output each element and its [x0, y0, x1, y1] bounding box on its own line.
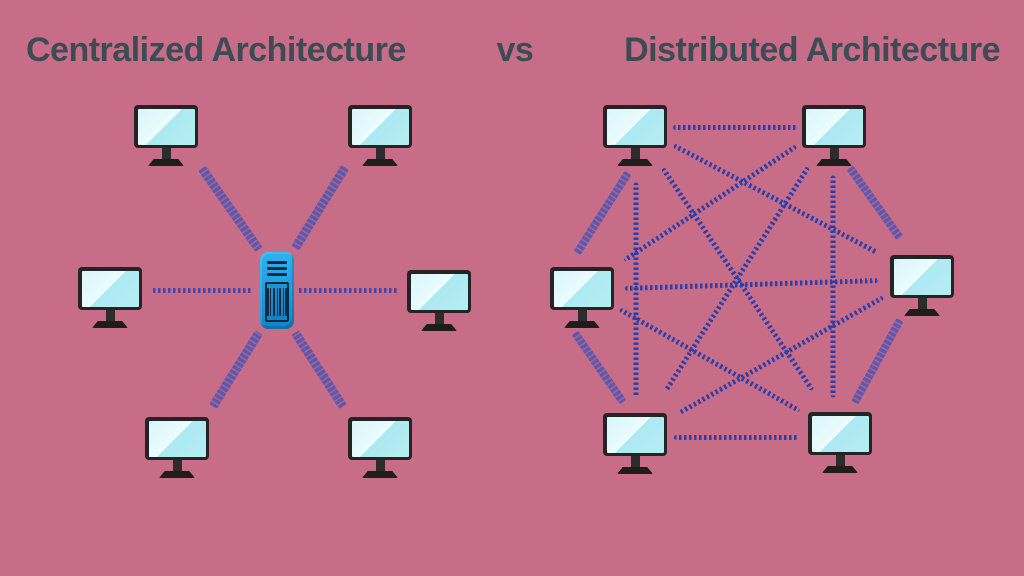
monitor-screen [351, 108, 409, 145]
monitor-stand-neck [630, 148, 640, 159]
monitor-frame [78, 267, 142, 310]
server-panel-bar [279, 288, 282, 316]
monitor-screen [137, 108, 195, 145]
distributed-network-link-bottomleft-bottomright [674, 434, 798, 440]
monitor-stand-neck [835, 455, 845, 466]
centralized-network-monitor-middle-right-icon [407, 270, 471, 331]
server-panel-bar [270, 288, 272, 316]
title-centralized: Centralized Architecture [26, 31, 406, 69]
monitor-frame [550, 267, 614, 310]
server-panel-bar [282, 288, 284, 316]
distributed-network-monitor-middle-left-icon [550, 267, 614, 328]
distributed-network-link-left-bottomleft [571, 330, 627, 405]
distributed-network-monitor-bottom-right-icon [808, 412, 872, 473]
distributed-network-monitor-top-right-icon [802, 105, 866, 166]
centralized-network-central-server-icon [260, 252, 294, 329]
monitor-stand-neck [434, 313, 444, 324]
centralized-network-link-bottomright-server [291, 329, 347, 409]
monitor-stand-base [362, 471, 398, 478]
distributed-network-link-topleft-topright [673, 124, 797, 130]
centralized-network-monitor-top-left-icon [134, 105, 198, 166]
distributed-network-link-left-right [624, 277, 879, 291]
distributed-network-monitor-top-left-icon [603, 105, 667, 166]
server-panel-bar [267, 288, 269, 316]
server-vent-line [266, 273, 288, 276]
centralized-network-monitor-bottom-left-icon [145, 417, 209, 478]
monitor-stand-base [617, 467, 653, 474]
title-row: Centralized Architecture vs Distributed … [26, 28, 1000, 72]
monitor-screen [606, 108, 664, 145]
centralized-network-monitor-top-right-icon [348, 105, 412, 166]
monitor-stand-base [822, 466, 858, 473]
server-vent-line [266, 261, 288, 264]
centralized-network-link-right-server [299, 287, 398, 293]
monitor-screen [410, 273, 468, 310]
monitor-stand-neck [375, 148, 385, 159]
monitor-screen [351, 420, 409, 457]
monitor-screen [148, 420, 206, 457]
monitor-stand-neck [161, 148, 171, 159]
monitor-frame [603, 105, 667, 148]
monitor-screen [606, 416, 664, 453]
centralized-network-link-topleft-server [198, 165, 263, 252]
centralized-network-link-bottomleft-server [209, 329, 263, 409]
monitor-screen [553, 270, 611, 307]
server-panel-bar [276, 288, 278, 316]
monitor-stand-base [159, 471, 195, 478]
monitor-stand-neck [105, 310, 115, 321]
monitor-stand-base [617, 159, 653, 166]
monitor-frame [890, 255, 954, 298]
monitor-stand-base [816, 159, 852, 166]
monitor-frame [145, 417, 209, 460]
monitor-stand-base [362, 159, 398, 166]
monitor-stand-base [904, 309, 940, 316]
monitor-screen [805, 108, 863, 145]
distributed-network-monitor-bottom-left-icon [603, 413, 667, 474]
monitor-stand-neck [917, 298, 927, 309]
server-panel-bar [285, 288, 287, 316]
title-distributed: Distributed Architecture [624, 31, 1000, 69]
monitor-frame [808, 412, 872, 455]
monitor-stand-base [564, 321, 600, 328]
distributed-network-link-topleft-bottomleft [633, 182, 639, 397]
monitor-stand-neck [630, 456, 640, 467]
monitor-stand-base [92, 321, 128, 328]
centralized-network-link-left-server [153, 287, 252, 293]
distributed-network-monitor-middle-right-icon [890, 255, 954, 316]
monitor-frame [407, 270, 471, 313]
server-panel-bar [272, 288, 276, 316]
monitor-screen [893, 258, 951, 295]
server-vent-line [266, 267, 288, 270]
monitor-screen [81, 270, 139, 307]
distributed-network-link-topright-bottomright [830, 175, 836, 397]
server-front-panel [265, 282, 289, 322]
monitor-stand-neck [829, 148, 839, 159]
distributed-network-link-topright-right [846, 165, 904, 241]
monitor-stand-neck [375, 460, 385, 471]
monitor-frame [348, 105, 412, 148]
monitor-frame [348, 417, 412, 460]
centralized-network-link-topright-server [291, 164, 349, 251]
monitor-frame [134, 105, 198, 148]
monitor-stand-neck [577, 310, 587, 321]
centralized-network-monitor-bottom-right-icon [348, 417, 412, 478]
distributed-network-link-right-bottomright [851, 318, 904, 404]
distributed-network-link-topleft-left [573, 170, 632, 256]
title-vs: vs [496, 31, 534, 69]
monitor-stand-base [148, 159, 184, 166]
monitor-screen [811, 415, 869, 452]
monitor-stand-base [421, 324, 457, 331]
monitor-frame [802, 105, 866, 148]
monitor-frame [603, 413, 667, 456]
monitor-stand-neck [172, 460, 182, 471]
centralized-network-monitor-middle-left-icon [78, 267, 142, 328]
